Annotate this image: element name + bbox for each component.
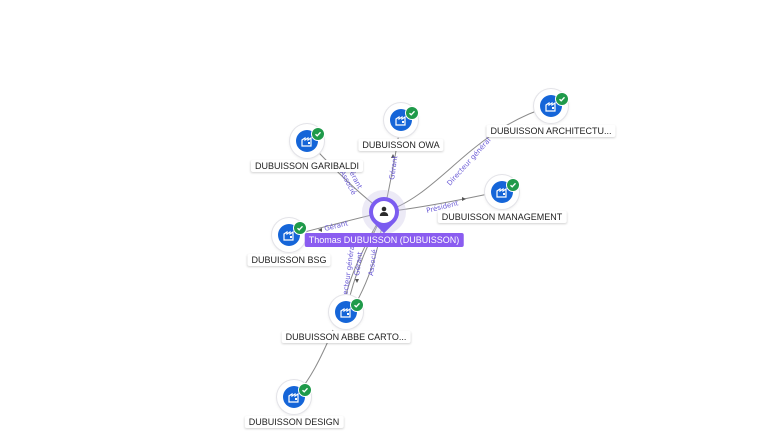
arrow-management xyxy=(462,197,466,201)
arrow-bsg xyxy=(318,228,322,232)
company-label: DUBUISSON GARIBALDI xyxy=(250,160,364,172)
company-label: DUBUISSON BSG xyxy=(247,254,331,266)
verified-check-icon xyxy=(506,178,520,192)
arrow-abbe xyxy=(355,279,359,283)
verified-check-icon xyxy=(350,298,364,312)
person-icon xyxy=(373,201,395,223)
edge-label-abbe-2: Associé xyxy=(367,249,379,276)
edge-label-owa: Gérant xyxy=(388,155,399,180)
company-label: DUBUISSON ARCHITECTU... xyxy=(486,125,616,137)
verified-check-icon xyxy=(311,127,325,141)
verified-check-icon xyxy=(405,106,419,120)
company-label: DUBUISSON OWA xyxy=(358,139,444,151)
edge-architectu xyxy=(383,105,552,213)
company-label: DUBUISSON ABBE CARTO... xyxy=(281,331,411,343)
edge-label-bsg: Gérant xyxy=(324,219,350,233)
edge-label-abbe-1: Gérant xyxy=(353,251,364,276)
person-label: Thomas DUBUISSON (DUBUISSON) xyxy=(304,233,464,247)
company-label: DUBUISSON DESIGN xyxy=(244,416,344,428)
verified-check-icon xyxy=(555,92,569,106)
company-label: DUBUISSON MANAGEMENT xyxy=(437,211,567,223)
edge-label-architectu: Directeur général xyxy=(446,136,493,187)
verified-check-icon xyxy=(298,383,312,397)
verified-check-icon xyxy=(293,221,307,235)
arrow-owa xyxy=(391,154,395,158)
